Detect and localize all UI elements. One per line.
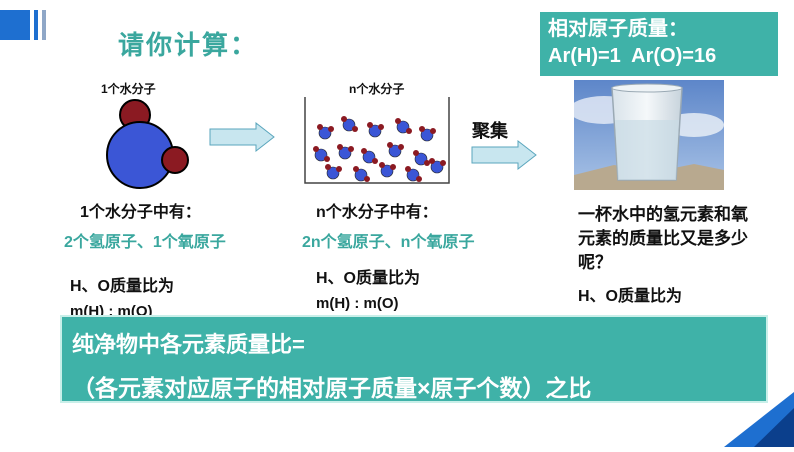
hydrogen-atom <box>325 164 331 170</box>
page-title: 请你计算： <box>118 30 259 60</box>
single-ratio-label: H、O质量比为 <box>70 278 175 295</box>
hydrogen-atom <box>337 144 343 150</box>
oxygen-atom <box>420 128 434 142</box>
right-arrow-icon <box>470 139 540 175</box>
hydrogen-atom <box>429 158 435 164</box>
hydrogen-atom <box>398 144 404 150</box>
right-arrow-icon <box>208 121 278 157</box>
formula-box: 纯净物中各元素质量比= （各元素对应原子的相对原子质量×原子个数）之比 <box>60 315 768 403</box>
hydrogen-atom <box>413 150 419 156</box>
hydrogen-atom <box>395 118 401 124</box>
group-ratio-expr: m(H) : m(O) <box>316 295 399 312</box>
oxygen-atom <box>414 152 428 166</box>
single-statement: 1个水分子中有： <box>80 204 201 221</box>
hydrogen-atom <box>430 128 436 134</box>
info-box-line1: 相对原子质量： <box>548 18 688 40</box>
hydrogen-atom <box>372 158 378 164</box>
oxygen-atom <box>380 164 394 178</box>
oxygen-atom <box>326 166 340 180</box>
corner-decoration <box>0 0 60 50</box>
hydrogen-atom <box>416 176 422 182</box>
oxygen-atom <box>396 120 410 134</box>
hydrogen-atom <box>353 166 359 172</box>
group-ratio-label: H、O质量比为 <box>316 270 421 287</box>
aggregate-label: 聚集 <box>472 121 508 141</box>
glass-question: 一杯水中的氢元素和氧元素的质量比又是多少呢？ <box>578 205 748 272</box>
oxygen-atom <box>314 148 328 162</box>
corner-decoration <box>714 392 794 447</box>
formula-line2: （各元素对应原子的相对原子质量×原子个数）之比 <box>72 375 592 401</box>
hydrogen-atom <box>348 146 354 152</box>
group-statement: n个水分子中有： <box>316 204 438 221</box>
hydrogen-atom <box>364 176 370 182</box>
hydrogen-atom <box>352 126 358 132</box>
oxygen-atom <box>342 118 356 132</box>
oxygen-atom <box>318 126 332 140</box>
oxygen-atom <box>388 144 402 158</box>
group-molecule-label: n个水分子 <box>349 82 405 96</box>
oxygen-atom <box>430 160 444 174</box>
hydrogen-atom <box>406 128 412 134</box>
hydrogen-atom <box>341 116 347 122</box>
glass-ratio-label: H、O质量比为 <box>578 288 683 305</box>
formula-line1: 纯净物中各元素质量比= <box>72 332 305 357</box>
hydrogen-atom <box>378 124 384 130</box>
group-composition: 2n个氢原子、n个氧原子 <box>302 234 475 251</box>
oxygen-atom <box>406 168 420 182</box>
hydrogen-atom <box>328 126 334 132</box>
hydrogen-atom <box>379 162 385 168</box>
water-glass-image <box>569 80 724 190</box>
hydrogen-atom <box>317 124 323 130</box>
oxygen-atom <box>368 124 382 138</box>
hydrogen-atom <box>387 142 393 148</box>
oxygen-atom <box>338 146 352 160</box>
single-molecule-label: 1个水分子 <box>101 82 156 96</box>
hydrogen-atom <box>390 164 396 170</box>
beaker-icon <box>303 95 451 187</box>
hydrogen-atom <box>419 126 425 132</box>
hydrogen-atom <box>424 160 430 166</box>
hydrogen-atom <box>405 166 411 172</box>
hydrogen-atom <box>440 160 446 166</box>
single-composition: 2个氢原子、1个氧原子 <box>64 234 226 251</box>
hydrogen-atom <box>367 122 373 128</box>
hydrogen-atom <box>313 146 319 152</box>
info-box-line2: Ar(H)=1 Ar(O)=16 <box>548 45 717 67</box>
hydrogen-atom <box>324 156 330 162</box>
oxygen-atom <box>362 150 376 164</box>
water-molecule-icon <box>100 95 200 195</box>
hydrogen-atom <box>361 148 367 154</box>
oxygen-atom <box>354 168 368 182</box>
hydrogen-atom <box>336 166 342 172</box>
info-box: 相对原子质量： Ar(H)=1 Ar(O)=16 <box>540 12 778 76</box>
